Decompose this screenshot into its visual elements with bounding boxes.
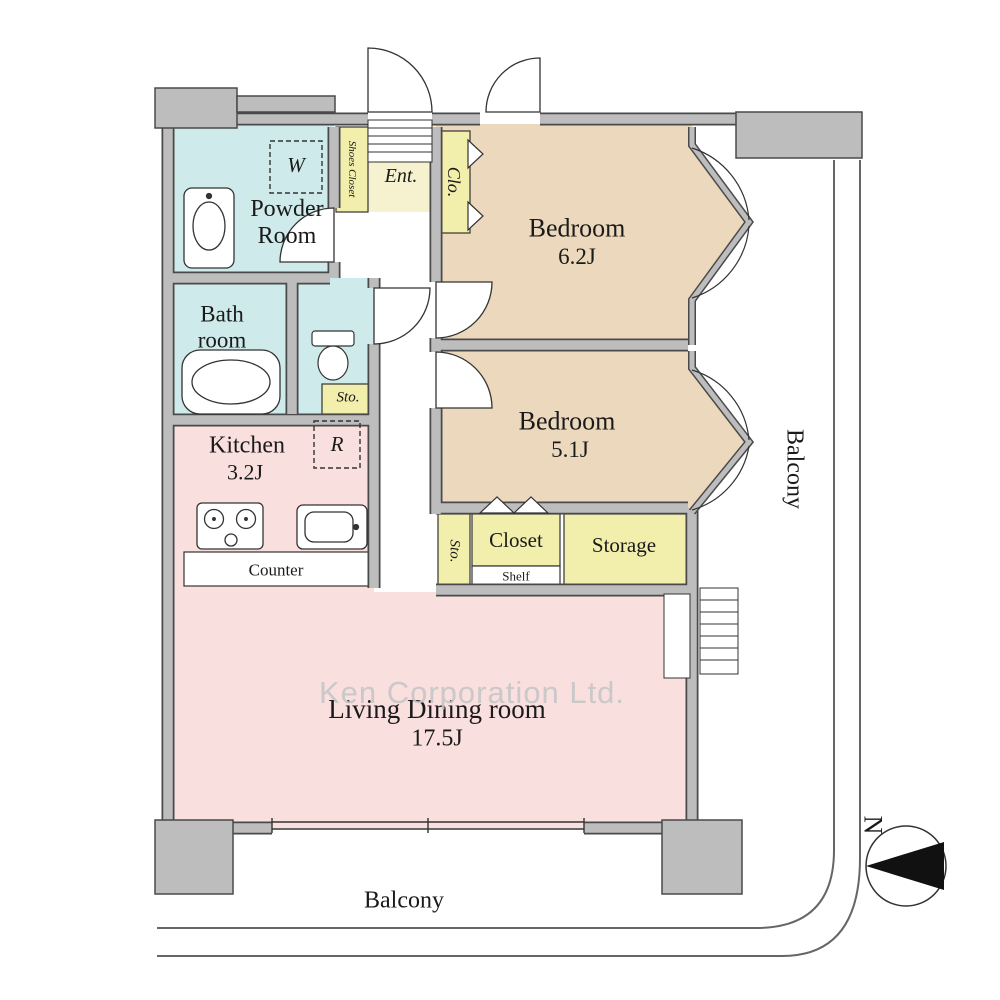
entrance-label: Ent. (384, 164, 418, 187)
parapet-top-left (236, 95, 336, 113)
bay-window-arc (691, 445, 750, 511)
shoes-closet-label: Shoes Closet (346, 140, 359, 198)
watermark: Ken Corporation Ltd. (318, 675, 626, 710)
clo-door-mark (467, 138, 484, 170)
washer-label: W (287, 153, 305, 178)
kitchen-living-area (168, 420, 374, 828)
railing-inner (157, 160, 835, 929)
wc-door-arc (373, 287, 431, 345)
bedroom1-size: 6.2J (558, 244, 596, 270)
sto-hall-label: Sto. (446, 539, 463, 563)
vanity-sink-icon (183, 187, 235, 269)
clo-door-mark (467, 200, 484, 232)
kitchen-sink-icon (296, 504, 368, 550)
bedroom1-bay-area (692, 145, 749, 300)
bathroom-label: Bath room (197, 301, 247, 352)
living-window (271, 818, 585, 833)
kitchen-size: 3.2J (226, 459, 264, 485)
balcony-railing (157, 160, 861, 957)
folding-door-marks (467, 138, 550, 514)
shelf-label: Shelf (502, 568, 530, 584)
shoes-closet-area (335, 126, 369, 213)
pillar-bottom-left (154, 819, 234, 895)
living-dining-label: Living Dining room (328, 693, 546, 724)
counter-label: Counter (248, 560, 304, 580)
powder-room-door-arc (279, 207, 335, 263)
living-dining-size: 17.5J (411, 725, 463, 752)
north-arrow-icon (866, 842, 944, 890)
walls (154, 87, 863, 895)
storage-label: Storage (591, 533, 657, 558)
living-dining-area (374, 592, 692, 828)
bay-walls-fill (689, 127, 753, 514)
bedroom1-door-arc (435, 281, 493, 339)
bedroom1-label: Bedroom (528, 213, 626, 243)
powder-room-label: Powder Room (250, 196, 324, 249)
fixtures (181, 119, 739, 679)
toilet-icon (311, 330, 355, 381)
stove-icon (196, 502, 264, 550)
bay-window-arc (691, 225, 750, 299)
doors (279, 47, 541, 409)
ac-louver-icon (699, 587, 739, 675)
bedroom2-size: 5.1J (551, 437, 589, 463)
bay-window-arc (691, 369, 750, 441)
compass-north-label: N (858, 815, 888, 835)
bathtub-icon (181, 349, 281, 415)
sto-wc-area (321, 383, 375, 415)
bedroom2-label: Bedroom (518, 406, 616, 436)
front-door-arc (367, 47, 433, 113)
washing-machine-icon (269, 140, 323, 194)
clo-label: Clo. (444, 166, 465, 198)
wall-top-right (735, 111, 863, 159)
refrigerator-icon (313, 420, 361, 469)
pillar-top-left (154, 87, 238, 129)
pillar-bottom-right (661, 819, 743, 895)
bedroom2-door-arc (435, 351, 493, 409)
bay-window-arcs (691, 147, 750, 511)
sto-wc-label: Sto. (336, 389, 360, 406)
fridge-label: R (330, 432, 344, 457)
storage-area (563, 513, 689, 589)
room-areas (168, 124, 749, 828)
counter-area (183, 551, 373, 587)
balcony-right-label: Balcony (781, 429, 808, 509)
kitchen-label: Kitchen (209, 432, 285, 459)
compass-icon (865, 825, 947, 907)
closet-label: Closet (489, 528, 543, 553)
closet-door-mark (478, 496, 516, 514)
duct-box (663, 593, 691, 679)
bedroom2-bay-area (692, 368, 749, 512)
bay-window-arc (691, 147, 750, 221)
entrance-steps-icon (367, 119, 433, 163)
railing-outer (157, 160, 861, 957)
balcony-bottom-label: Balcony (364, 887, 444, 914)
closet-door-mark (512, 496, 550, 514)
corridor-door-arc (485, 57, 541, 113)
